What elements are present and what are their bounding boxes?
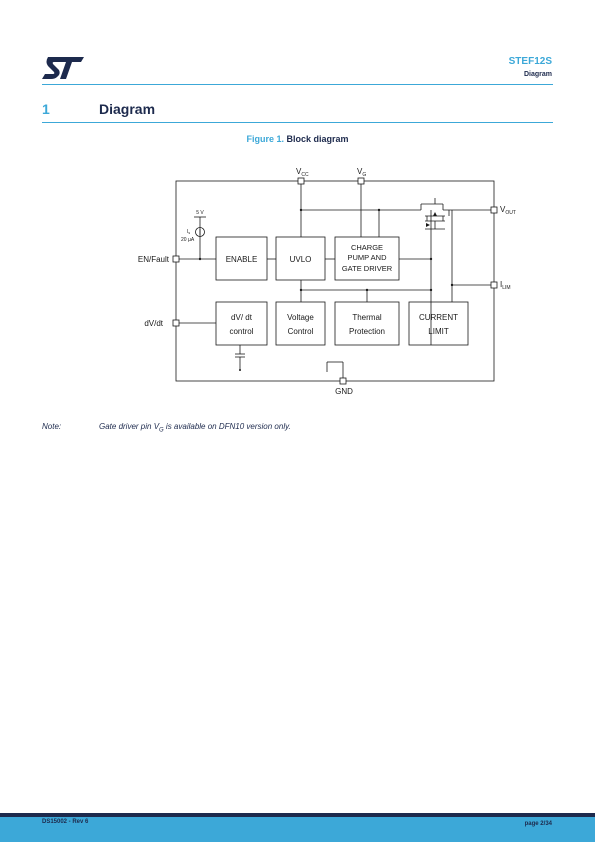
enable-label: ENABLE <box>226 255 258 264</box>
section-rule <box>42 122 553 123</box>
en-fault-label: EN/Fault <box>138 255 170 264</box>
section-number: 1 <box>42 101 50 117</box>
thermal-label-1: Thermal <box>352 313 382 322</box>
dvdt-block <box>215 301 268 346</box>
vcc-pin <box>297 177 305 185</box>
enable-block <box>215 236 268 281</box>
source-current-value: 20 µA <box>181 237 195 243</box>
voltage-control-block <box>275 301 326 346</box>
figure-caption: Figure 1. Block diagram <box>0 134 595 144</box>
footer-bar <box>0 817 595 842</box>
header-product: STEF12S <box>508 56 552 67</box>
dvdt-pin-label: dV/dt <box>144 319 163 328</box>
current-limit-block <box>408 301 469 346</box>
ilim-pin <box>490 281 498 289</box>
current-limit-label-2: LIMIT <box>428 327 449 336</box>
source-current-symbol: Is <box>187 229 190 235</box>
gnd-pin <box>339 377 347 385</box>
section-title: Diagram <box>99 101 156 117</box>
header-rule <box>42 84 553 85</box>
source-voltage: 5 V <box>196 210 204 216</box>
current-limit-label-1: CURRENT <box>419 313 458 322</box>
en-fault-pin <box>172 255 180 263</box>
vg-label: VG <box>357 167 366 178</box>
charge-pump-label-1: CHARGE <box>351 243 383 252</box>
note-label: Note: <box>42 422 62 431</box>
uvlo-block <box>275 236 326 281</box>
uvlo-label: UVLO <box>290 255 312 264</box>
vout-label: VOUT <box>500 205 516 216</box>
vout-pin <box>490 206 498 214</box>
header-section: Diagram <box>523 71 552 78</box>
footer-page-number: page 2/34 <box>524 821 552 827</box>
voltage-label-2: Control <box>288 327 314 336</box>
thermal-label-2: Protection <box>349 327 385 336</box>
charge-pump-label-3: GATE DRIVER <box>342 264 393 273</box>
ic-outline <box>175 180 495 382</box>
charge-pump-label-2: PUMP AND <box>347 253 387 262</box>
charge-pump-block <box>334 236 400 281</box>
vg-pin <box>357 177 365 185</box>
ilim-label: ILIM <box>500 280 511 291</box>
footer-dark-stripe <box>0 813 595 817</box>
vcc-label: VCC <box>296 167 309 178</box>
figure-title: Block diagram <box>286 134 349 144</box>
dvdt-block-label-1: dV/ dt <box>231 313 253 322</box>
dvdt-block-label-2: control <box>229 327 253 336</box>
voltage-label-1: Voltage <box>287 313 314 322</box>
figure-label: Figure 1. <box>246 134 284 144</box>
note-text: Gate driver pin VG is available on DFN10… <box>99 422 291 434</box>
footer-doc-id: DS15002 - Rev 6 <box>42 819 89 825</box>
thermal-block <box>334 301 400 346</box>
gnd-label: GND <box>335 387 353 396</box>
st-logo <box>42 57 84 79</box>
dvdt-pin <box>172 319 180 327</box>
block-diagram: VCC VG VOUT ILIM EN/Fault dV/dt GND 5 V … <box>138 167 516 396</box>
